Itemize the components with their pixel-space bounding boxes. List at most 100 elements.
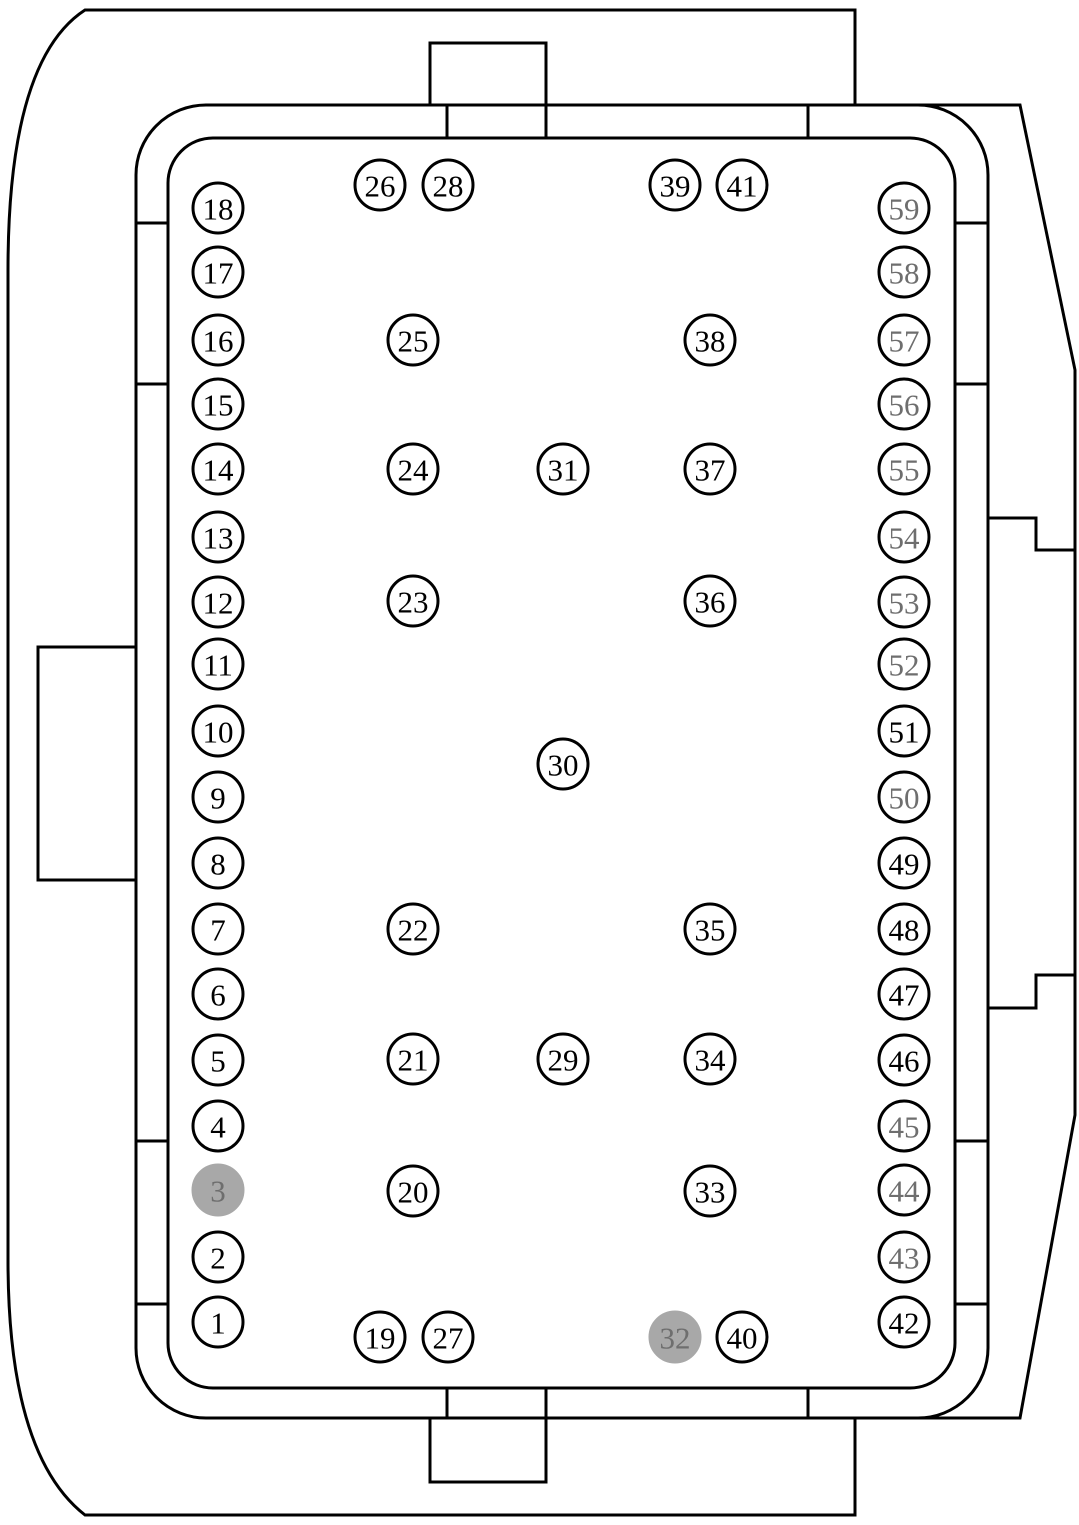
pin-circle [191, 1230, 245, 1284]
pin-13: 13 [191, 510, 245, 564]
pin-circle [386, 442, 440, 496]
pin-23: 23 [386, 574, 440, 628]
pin-circle [877, 1033, 931, 1087]
pin-label: 30 [548, 748, 579, 783]
pin-label: 37 [695, 453, 726, 488]
pin-7: 7 [191, 902, 245, 956]
pin-36: 36 [683, 574, 737, 628]
pin-label: 11 [203, 648, 233, 683]
pin-label: 13 [203, 521, 234, 556]
pin-circle [877, 575, 931, 629]
pin-circle [715, 1310, 769, 1364]
pin-label: 34 [695, 1043, 727, 1078]
pin-circle [191, 245, 245, 299]
pin-circle [386, 313, 440, 367]
pin-label: 2 [210, 1241, 226, 1276]
pin-58: 58 [877, 245, 931, 299]
pin-circle [648, 158, 702, 212]
pin-47: 47 [877, 967, 931, 1021]
pin-label: 44 [889, 1174, 921, 1209]
pin-24: 24 [386, 442, 440, 496]
frame-ticks [136, 105, 988, 1418]
pin-label: 17 [203, 256, 234, 291]
pin-circle [191, 575, 245, 629]
pin-38: 38 [683, 313, 737, 367]
pin-circle [683, 1032, 737, 1086]
pin-label: 48 [889, 913, 920, 948]
pin-51: 51 [877, 704, 931, 758]
pin-circle [536, 737, 590, 791]
pin-9: 9 [191, 770, 245, 824]
pin-34: 34 [683, 1032, 737, 1086]
pin-circle [386, 574, 440, 628]
pin-45: 45 [877, 1099, 931, 1153]
right-upper-notch [988, 516, 1075, 552]
pin-circle [386, 1032, 440, 1086]
pin-circle [191, 510, 245, 564]
pin-circle [353, 158, 407, 212]
pin-circle [191, 1295, 245, 1349]
pin-label: 29 [548, 1043, 579, 1078]
pin-circle [191, 377, 245, 431]
pin-circle [683, 313, 737, 367]
pin-label: 15 [203, 388, 234, 423]
pin-label: 53 [889, 586, 920, 621]
pin-circle [715, 158, 769, 212]
pin-label: 49 [889, 847, 920, 882]
pin-label: 4 [210, 1110, 226, 1145]
pin-35: 35 [683, 902, 737, 956]
pin-label: 23 [398, 585, 429, 620]
pin-circle [386, 902, 440, 956]
pin-30: 30 [536, 737, 590, 791]
pin-42: 42 [877, 1295, 931, 1349]
pin-circle [191, 704, 245, 758]
pin-circle [877, 704, 931, 758]
pin-46: 46 [877, 1033, 931, 1087]
pin-50: 50 [877, 770, 931, 824]
pin-11: 11 [191, 637, 245, 691]
pin-label: 14 [203, 453, 235, 488]
pin-label: 54 [889, 521, 921, 556]
pin-label: 27 [433, 1321, 464, 1356]
pin-5: 5 [191, 1033, 245, 1087]
pin-6: 6 [191, 967, 245, 1021]
pin-26: 26 [353, 158, 407, 212]
pin-circle [683, 1164, 737, 1218]
right-lower-notch [988, 973, 1075, 1010]
pin-label: 58 [889, 256, 920, 291]
pin-57: 57 [877, 313, 931, 367]
pin-39: 39 [648, 158, 702, 212]
pin-17: 17 [191, 245, 245, 299]
pin-label: 20 [398, 1175, 429, 1210]
pin-55: 55 [877, 442, 931, 496]
pin-label: 16 [203, 324, 234, 359]
pin-4: 4 [191, 1099, 245, 1153]
pin-circle [877, 245, 931, 299]
pin-circle [191, 637, 245, 691]
pin-circle [191, 313, 245, 367]
pin-circle [421, 1310, 475, 1364]
pin-3: 3 [191, 1163, 245, 1217]
pin-circle [877, 181, 931, 235]
pin-label: 31 [548, 453, 579, 488]
pin-circle [877, 1163, 931, 1217]
pin-label: 21 [398, 1043, 429, 1078]
pin-circle [683, 902, 737, 956]
pin-59: 59 [877, 181, 931, 235]
pin-label: 52 [889, 648, 920, 683]
pin-circle [191, 967, 245, 1021]
pin-circle [421, 158, 475, 212]
pin-label: 39 [660, 169, 691, 204]
pin-label: 33 [695, 1175, 726, 1210]
pin-37: 37 [683, 442, 737, 496]
pin-circle [648, 1310, 702, 1364]
pin-circle [191, 181, 245, 235]
pin-label: 25 [398, 324, 429, 359]
left-side-tab [36, 645, 136, 882]
top-latch-tab [428, 41, 548, 105]
pin-label: 1 [210, 1306, 226, 1341]
pin-label: 36 [695, 585, 726, 620]
pin-circle [877, 442, 931, 496]
pin-54: 54 [877, 510, 931, 564]
